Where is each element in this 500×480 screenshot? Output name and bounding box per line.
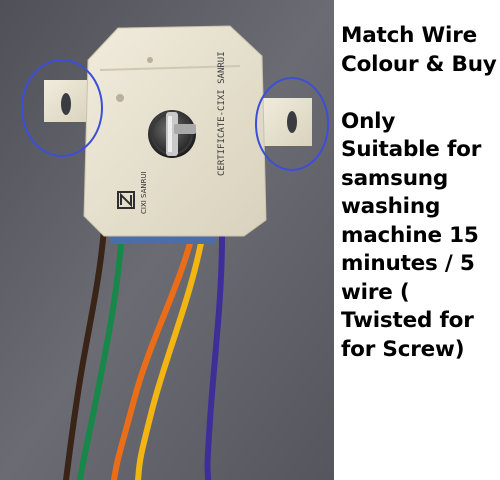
caption-body-line-1: Only — [341, 108, 396, 134]
timer-printed-label: CERTIFICATE-CIXI SANRUI — [217, 51, 227, 176]
caption-body-line-5: machine 15 — [341, 222, 479, 248]
right-tab-highlight-circle — [255, 77, 329, 171]
wire-bundle — [63, 225, 225, 480]
caption-body-line-2: Suitable for — [341, 137, 482, 162]
left-screw-hole — [61, 93, 71, 115]
wire-orange — [111, 233, 195, 480]
product-caption: Match Wire Colour & Buy Only Suitable fo… — [341, 22, 497, 364]
wire-purple — [204, 233, 225, 480]
caption-body-line-6: minutes / 5 — [341, 251, 475, 276]
caption-heading-line-1: Match Wire — [341, 23, 477, 48]
caption-body-line-8: Twisted for — [341, 308, 474, 333]
product-photo: CERTIFICATE-CIXI SANRUI CIXI SANRUI — [0, 0, 334, 480]
sanrui-logo-icon — [117, 191, 135, 209]
caption-body-line-7: wire ( — [341, 279, 410, 305]
caption-heading-line-2: Colour & Buy — [341, 51, 497, 77]
caption-body-line-4: washing — [341, 194, 441, 219]
wire-yellow — [135, 235, 205, 480]
caption-body-line-3: samsung — [341, 165, 449, 191]
knob-shaft-icon — [148, 110, 196, 158]
timer-label-line2: CIXI SANRUI — [140, 171, 148, 214]
wire-brown — [63, 225, 107, 480]
timer-photo-illustration: CERTIFICATE-CIXI SANRUI CIXI SANRUI — [0, 0, 334, 480]
wire-green — [77, 227, 125, 480]
left-tab-highlight-circle — [21, 59, 103, 157]
right-screw-hole — [287, 111, 297, 133]
caption-body-line-9: for Screw) — [341, 336, 465, 362]
timer-label-line1: CERTIFICATE-CIXI SANRUI — [217, 51, 227, 176]
